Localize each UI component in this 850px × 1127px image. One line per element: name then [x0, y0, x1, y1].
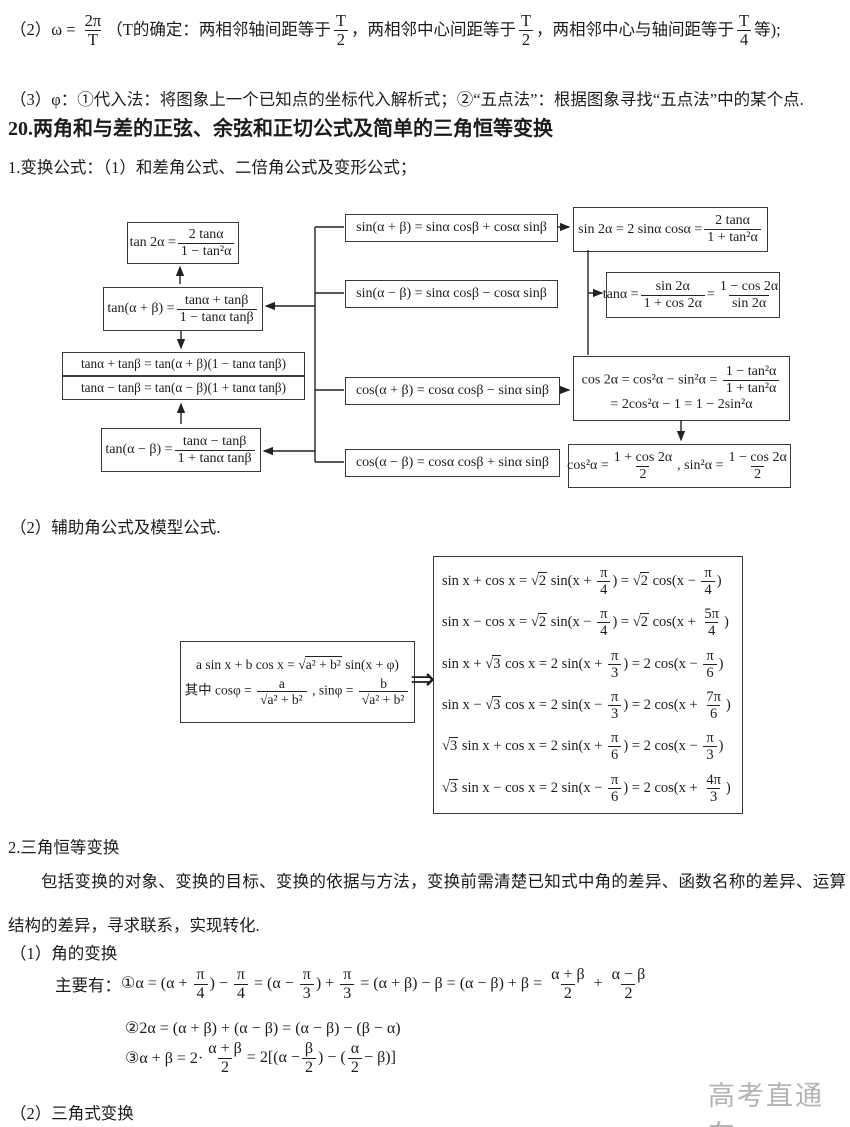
section-2-paragraph: 包括变换的对象、变换的目标、变换的依据与方法，变换前需清楚已知式中角的差异、函数… [8, 872, 846, 935]
implies-arrow: ⇒ [410, 663, 436, 696]
aux-line2: 其中 cosφ = a√a² + b² , sinφ = b√a² + b² [185, 676, 411, 707]
formula-box-sin-sum: sin(α + β) = sinα cosβ + cosα sinβ [345, 214, 558, 242]
aux-line1: a sin x + b cos x = √a² + b² sin(x + φ) [196, 655, 399, 672]
angle-transform-item-2: ②2α = (α + β) + (α − β) = (α − β) − (β −… [125, 1020, 401, 1037]
angle-transform-subtitle: （1）角的变换 [10, 944, 118, 963]
formula-box-sin-diff: sin(α − β) = sinα cosβ − cosα sinβ [345, 280, 558, 308]
formula-box-cos-diff: cos(α − β) = cosα cosβ + sinα sinβ [345, 449, 560, 477]
section-20-heading: 20.两角和与差的正弦、余弦和正切公式及简单的三角恒等变换 [8, 118, 553, 140]
formula-box-cos-sum: cos(α + β) = cosα cosβ − sinα sinβ [345, 377, 560, 405]
formula-box-tan-sum-expanded: tanα + tanβ = tan(α + β)(1 − tanα tanβ) [62, 352, 305, 376]
transform-formula-intro: 1.变换公式：（1）和差角公式、二倍角公式及变形公式； [8, 158, 417, 177]
line-phi-methods: （3）φ：①代入法：将图象上一个已知点的坐标代入解析式；②“五点法”：根据图象寻… [10, 90, 804, 109]
trig-expression-subtitle: （2）三角式变换 [10, 1104, 134, 1123]
section-2-title: 2.三角恒等变换 [8, 838, 120, 857]
formula-box-tan-diff-expanded: tanα − tanβ = tan(α − β)(1 + tanα tanβ) [62, 376, 305, 400]
aux-angle-label: （2）辅助角公式及模型公式. [10, 518, 221, 537]
mainly-label: 主要有： [55, 976, 121, 996]
cos2a-line2: = 2cos²α − 1 = 1 − 2sin²α [610, 396, 753, 412]
aux-angle-formula-box: a sin x + b cos x = √a² + b² sin(x + φ) … [180, 641, 415, 723]
watermark-gaokao-zhitongche: 高考直通车 [708, 1081, 824, 1127]
